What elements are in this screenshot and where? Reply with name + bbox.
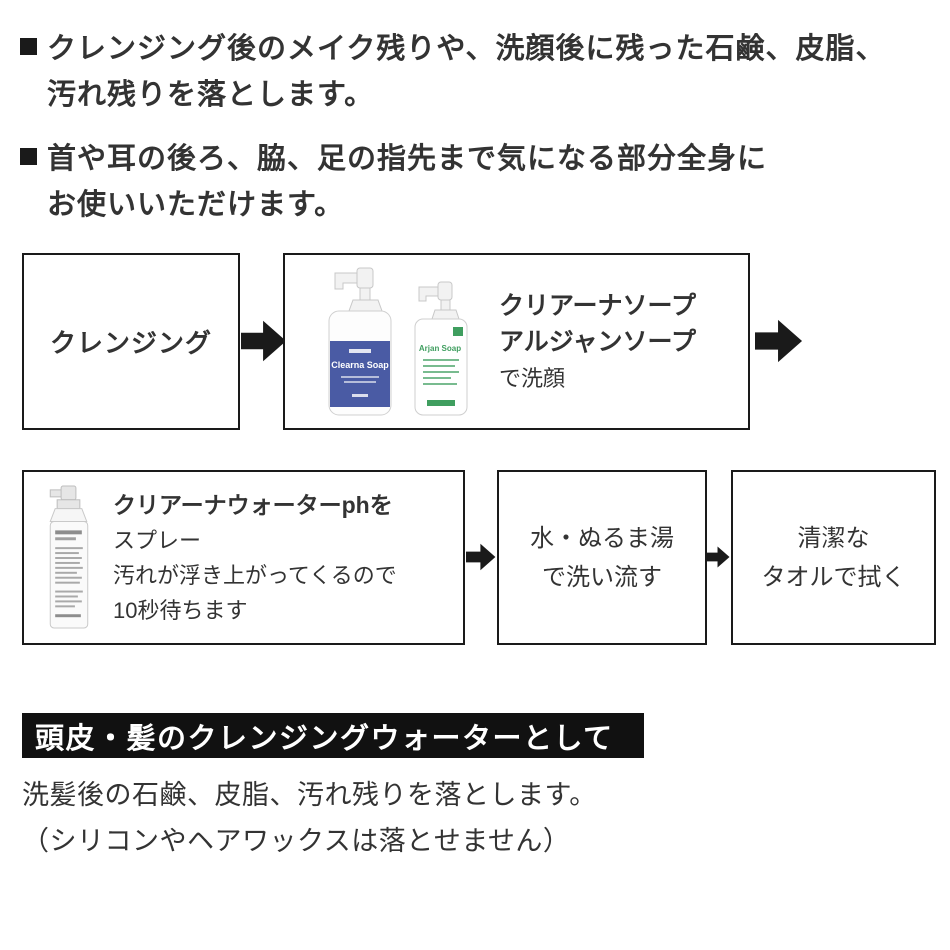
benefit-bullet-2: 首や耳の後ろ、脇、足の指先まで気になる部分全身に お使いいただけます。 <box>20 136 767 228</box>
arjan-soap-bottle-image: Arjan Soap <box>414 281 468 415</box>
flow-step-soap-box: Clearna Soap Arjan Soap <box>283 253 750 430</box>
square-bullet-icon <box>20 38 37 55</box>
spray-note-line: 汚れが浮き上がってくるので <box>113 562 397 588</box>
flow-arrow-right-icon <box>241 317 287 365</box>
flow-arrow-right-icon <box>755 317 803 365</box>
spray-action-line: スプレー <box>113 527 202 553</box>
benefit-line: お使いいただけます。 <box>47 189 345 221</box>
flow-step-cleansing-box: クレンジング <box>22 253 240 430</box>
towel-line: 清潔な <box>797 524 870 552</box>
clearna-soap-bottle-image: Clearna Soap <box>328 267 392 415</box>
square-bullet-icon <box>20 148 37 165</box>
benefit-line: 首や耳の後ろ、脇、足の指先まで気になる部分全身に <box>47 143 768 175</box>
scalp-usage-description: 洗髪後の石鹸、皮脂、汚れ残りを落とします。 （シリコンやヘアワックスは落とせませ… <box>22 772 597 864</box>
spray-step-text: クリアーナウォーターphを スプレー 汚れが浮き上がってくるので 10秒待ちます <box>113 488 397 628</box>
footer-line: 洗髪後の石鹸、皮脂、汚れ残りを落とします。 <box>22 780 597 810</box>
spray-product-line: クリアーナウォーターphを <box>113 491 393 518</box>
flow-step-rinse-box: 水・ぬるま湯 で洗い流す <box>497 470 707 645</box>
soap-bottles-image: Clearna Soap Arjan Soap <box>321 265 473 419</box>
footer-line: （シリコンやヘアワックスは落とせません） <box>22 826 571 856</box>
flow-arrow-right-icon <box>706 537 730 577</box>
rinse-line: で洗い流す <box>542 563 662 591</box>
soap-product-name-2: アルジャンソープ <box>499 327 697 356</box>
benefit-bullet-1-text: クレンジング後のメイク残りや、洗顔後に残った石鹸、皮脂、 汚れ残りを落とします。 <box>47 26 886 118</box>
clearna-water-spray-bottle-image <box>49 484 89 629</box>
benefit-line: クレンジング後のメイク残りや、洗顔後に残った石鹸、皮脂、 <box>47 33 886 65</box>
clearna-soap-bottle-label: Clearna Soap <box>331 360 389 370</box>
benefit-bullet-2-text: 首や耳の後ろ、脇、足の指先まで気になる部分全身に お使いいただけます。 <box>47 136 767 228</box>
flow-step-spray-box: クリアーナウォーターphを スプレー 汚れが浮き上がってくるので 10秒待ちます <box>22 470 465 645</box>
rinse-line: 水・ぬるま湯 <box>530 524 674 552</box>
towel-line: タオルで拭く <box>761 563 906 591</box>
flow-arrow-right-icon <box>466 537 496 577</box>
spray-note-line: 10秒待ちます <box>113 597 248 623</box>
section-heading-title: 頭皮・髪のクレンジングウォーターとして <box>35 722 614 755</box>
section-heading-banner: 頭皮・髪のクレンジングウォーターとして <box>22 713 644 758</box>
soap-step-text: クリアーナソープ アルジャンソープ で洗顔 <box>499 288 696 396</box>
soap-step-action: で洗顔 <box>499 365 566 391</box>
arjan-soap-bottle-label: Arjan Soap <box>419 344 461 353</box>
cleansing-step-label: クレンジング <box>49 328 212 358</box>
flow-step-towel-box: 清潔な タオルで拭く <box>731 470 936 645</box>
benefit-bullet-1: クレンジング後のメイク残りや、洗顔後に残った石鹸、皮脂、 汚れ残りを落とします。 <box>20 26 886 118</box>
soap-product-name-1: クリアーナソープ <box>499 291 697 320</box>
benefit-line: 汚れ残りを落とします。 <box>47 79 375 111</box>
